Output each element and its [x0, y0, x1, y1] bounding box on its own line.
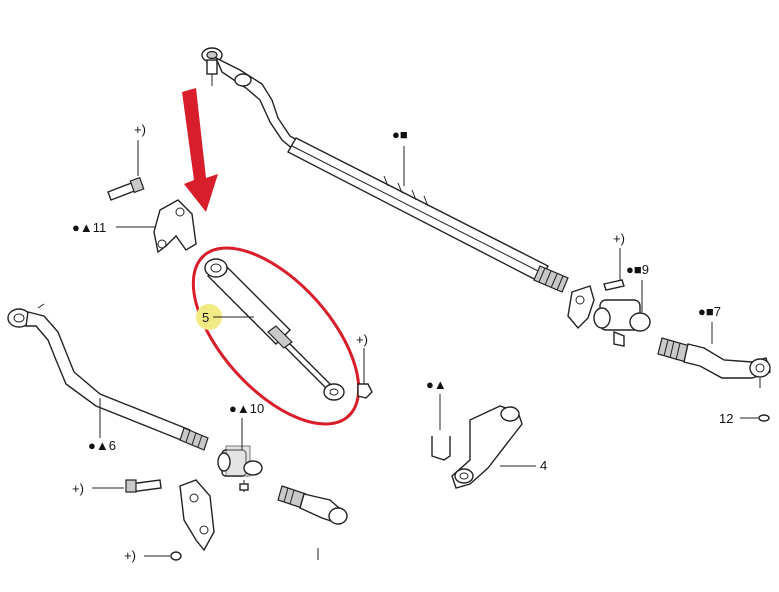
clamp-10 — [217, 445, 263, 492]
bracket-11 — [153, 199, 197, 254]
callout-shock-5: 5 — [202, 310, 209, 325]
drag-link — [201, 47, 569, 293]
callout-bolt-top: +) — [134, 122, 146, 137]
callout-drag-link: ●■ — [392, 127, 408, 142]
bolt-bottom-left — [92, 479, 162, 493]
callout-plus-bottom-left: +) — [72, 481, 84, 496]
shock-absorber-5 — [204, 258, 345, 401]
link-6 — [7, 303, 209, 451]
callout-arm-4: 4 — [540, 458, 547, 473]
bracket-bottom — [179, 479, 215, 552]
callout-plus-9: +) — [613, 231, 625, 246]
arm-4 — [431, 405, 523, 489]
callout-tie-rod-end-7: ●■7 — [698, 304, 721, 319]
callout-bracket-11: ●▲11 — [72, 220, 106, 235]
callout-link-6: ●▲6 — [88, 438, 116, 453]
tie-rod-bottom — [277, 485, 348, 560]
highlight-arrow — [182, 88, 218, 212]
nut-12 — [740, 414, 770, 422]
callout-plus-bottom: +) — [124, 548, 136, 563]
nut-right — [357, 348, 373, 399]
clamp-9 — [567, 279, 651, 347]
callout-clamp-10: ●▲10 — [229, 401, 264, 416]
callout-marker — [196, 304, 222, 330]
callout-plus-right: +) — [356, 332, 368, 347]
bolt-top — [107, 140, 145, 201]
callout-clamp-9: ●■9 — [626, 262, 649, 277]
callout-nut-12: 12 — [719, 411, 733, 426]
tie-rod-end-7 — [657, 337, 771, 388]
bolt-bottom — [144, 551, 182, 561]
callout-arm-4-sym: ●▲ — [426, 377, 447, 392]
highlight-ring — [191, 246, 361, 426]
